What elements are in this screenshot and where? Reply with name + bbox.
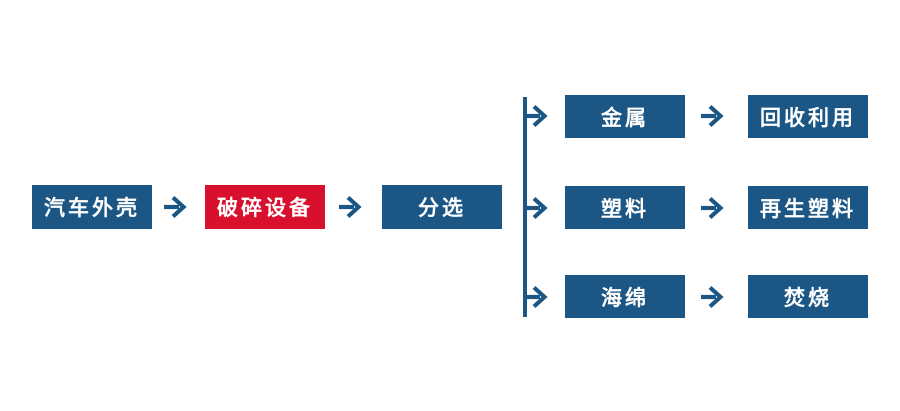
flow-arrow-icon	[701, 285, 724, 309]
flow-arrow-icon	[701, 104, 724, 128]
flow-arrow-icon	[525, 104, 548, 128]
flow-arrow-icon	[164, 195, 187, 219]
node-sorting: 分选	[382, 185, 502, 229]
node-metal: 金属	[565, 95, 685, 138]
node-plastic: 塑料	[565, 186, 685, 229]
node-recycled-plastic: 再生塑料	[748, 186, 868, 229]
node-incineration: 焚烧	[748, 275, 868, 318]
flow-arrow-icon	[525, 196, 548, 220]
node-recycling: 回收利用	[748, 95, 868, 138]
node-car-shell: 汽车外壳	[32, 185, 152, 229]
flow-arrow-icon	[701, 196, 724, 220]
node-sponge: 海绵	[565, 275, 685, 318]
flow-arrow-icon	[339, 195, 362, 219]
node-crushing-equipment: 破碎设备	[205, 185, 325, 229]
flow-arrow-icon	[525, 285, 548, 309]
